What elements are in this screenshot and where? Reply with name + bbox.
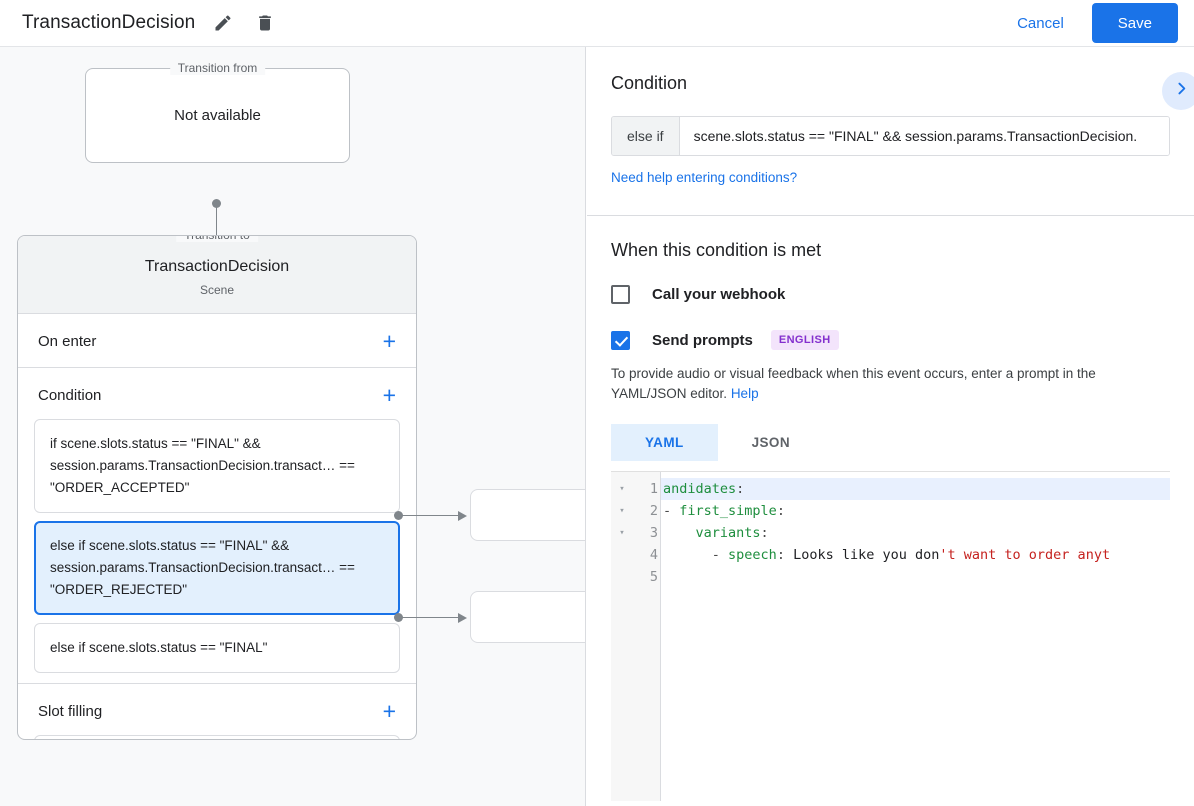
condition-item[interactable]: else if scene.slots.status == "FINAL" <box>34 623 400 673</box>
scene-type: Scene <box>199 283 235 297</box>
edge-arrow-accepted <box>458 511 467 521</box>
send-prompts-label: Send prompts <box>652 331 753 349</box>
section-on-enter: On enter + <box>18 314 416 368</box>
code-token: : <box>776 503 785 519</box>
code-token: Looks like you don <box>793 547 940 563</box>
edge-line-rejected <box>398 617 460 618</box>
fold-toggle-icon[interactable]: ▾ <box>619 528 625 538</box>
line-number: 1 <box>649 481 658 497</box>
save-button[interactable]: Save <box>1091 3 1178 43</box>
transition-to-card: Transition to TransactionDecision Scene … <box>17 235 417 740</box>
transition-to-legend: Transition to <box>176 236 258 242</box>
section-title-on-enter: On enter <box>38 333 97 350</box>
code-token: first_simple <box>679 503 777 519</box>
code-token: : <box>736 481 745 497</box>
editor-fold-gutter[interactable]: ▾ ▾ ▾ <box>611 472 633 801</box>
prompts-helper-sentence: To provide audio or visual feedback when… <box>611 366 1096 401</box>
webhook-row: Call your webhook <box>611 285 1170 304</box>
app-header: TransactionDecision Cancel Save <box>0 0 1194 47</box>
add-on-enter-button[interactable]: + <box>382 328 396 354</box>
pencil-icon <box>213 13 233 33</box>
edit-name-button[interactable] <box>209 9 237 37</box>
fold-spacer <box>611 544 633 566</box>
edge-arrow-rejected <box>458 613 467 623</box>
chevron-right-icon <box>1173 80 1190 102</box>
delete-button[interactable] <box>251 9 279 37</box>
code-token: speech <box>728 547 777 563</box>
transition-from-card[interactable]: Transition from Not available <box>85 61 350 163</box>
editor-format-tabs: YAML JSON <box>611 424 1170 461</box>
trash-icon <box>255 13 275 33</box>
call-webhook-label: Call your webhook <box>652 286 786 303</box>
editor-line-numbers: 1 2 3 4 5 <box>633 472 661 801</box>
code-line[interactable]: andidates: <box>661 478 1170 500</box>
send-prompts-checkbox[interactable] <box>611 330 630 350</box>
section-title-condition: Condition <box>38 387 102 404</box>
condition-help-link[interactable]: Need help entering conditions? <box>611 170 798 185</box>
line-number: 5 <box>649 569 658 585</box>
fold-spacer <box>611 566 633 588</box>
add-condition-button[interactable]: + <box>382 382 396 408</box>
section-header-on-enter: On enter + <box>18 314 416 357</box>
condition-detail-panel: Condition else if Need help entering con… <box>587 47 1194 806</box>
slot-validation-item[interactable]: Slot validation <box>34 735 400 739</box>
condition-item[interactable]: if scene.slots.status == "FINAL" && sess… <box>34 419 400 513</box>
condition-prefix-label: else if <box>612 117 680 155</box>
tab-yaml[interactable]: YAML <box>611 424 718 461</box>
code-line[interactable]: - first_simple: <box>661 500 1170 522</box>
prompts-helper-text: To provide audio or visual feedback when… <box>611 364 1170 404</box>
prompts-help-link[interactable]: Help <box>730 386 759 401</box>
when-condition-met-section: When this condition is met Call your web… <box>587 216 1194 801</box>
when-met-heading: When this condition is met <box>611 240 822 260</box>
condition-item-selected[interactable]: else if scene.slots.status == "FINAL" &&… <box>34 521 400 615</box>
code-token: : <box>776 547 794 563</box>
page-title: TransactionDecision <box>22 12 196 33</box>
line-number: 4 <box>649 547 658 563</box>
send-prompts-row: Send prompts ENGLISH <box>611 330 1170 350</box>
tab-json[interactable]: JSON <box>751 435 790 450</box>
target-node-rejected[interactable] <box>470 591 585 643</box>
condition-heading: Condition <box>611 73 688 93</box>
code-token: : <box>760 525 769 541</box>
code-token <box>663 525 696 541</box>
condition-editor-section: Condition else if Need help entering con… <box>587 47 1194 216</box>
line-number: 2 <box>649 503 658 519</box>
line-number: 3 <box>649 525 658 541</box>
fold-toggle-icon[interactable]: ▾ <box>619 484 625 494</box>
code-token: andidates <box>663 481 737 497</box>
language-badge: ENGLISH <box>770 330 839 350</box>
section-condition: Condition + if scene.slots.status == "FI… <box>18 368 416 684</box>
scene-graph-panel: Transition from Not available Transition… <box>0 47 586 806</box>
scene-name: TransactionDecision <box>144 258 290 275</box>
code-line[interactable] <box>661 566 1170 588</box>
section-slot-filling: Slot filling + Slot validation <box>18 684 416 739</box>
cancel-button[interactable]: Cancel <box>1003 7 1078 40</box>
transition-from-legend: Transition from <box>169 61 266 75</box>
code-token: - <box>663 547 729 563</box>
header-actions: Cancel Save <box>1003 3 1194 43</box>
code-line[interactable]: - speech: Looks like you don't want to o… <box>661 544 1170 566</box>
add-slot-filling-button[interactable]: + <box>382 698 396 724</box>
section-title-slot-filling: Slot filling <box>38 703 103 720</box>
target-node-accepted[interactable] <box>470 489 585 541</box>
edge-line-accepted <box>398 515 460 516</box>
expand-panel-button[interactable] <box>1162 72 1194 110</box>
section-header-condition: Condition + <box>18 368 416 411</box>
code-token: variants <box>695 525 761 541</box>
code-line[interactable]: variants: <box>661 522 1170 544</box>
section-header-slot-filling: Slot filling + <box>18 684 416 727</box>
fold-toggle-icon[interactable]: ▾ <box>619 506 625 516</box>
code-token: 't want to order anyt <box>939 547 1111 563</box>
code-token: - <box>663 503 680 519</box>
scene-header[interactable]: TransactionDecision Scene <box>18 236 416 314</box>
condition-expression-input[interactable] <box>679 117 1169 155</box>
call-webhook-checkbox[interactable] <box>611 285 630 304</box>
condition-input-row: else if <box>611 116 1170 156</box>
editor-code-area[interactable]: andidates:- first_simple: variants: - sp… <box>661 472 1170 801</box>
connector-dot-from <box>212 199 221 208</box>
transition-from-value: Not available <box>174 107 261 124</box>
